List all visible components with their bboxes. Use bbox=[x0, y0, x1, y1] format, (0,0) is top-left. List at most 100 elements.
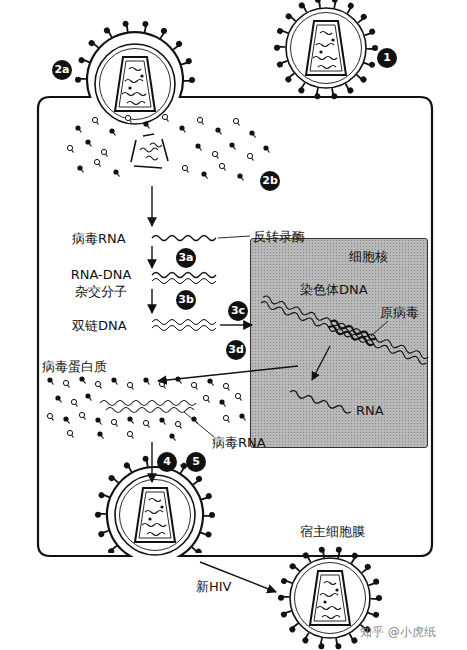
callout-number: 4 bbox=[157, 452, 177, 472]
protein bbox=[85, 139, 91, 146]
virion bbox=[115, 475, 195, 555]
protein bbox=[223, 383, 229, 390]
stage-label: 双链DNA bbox=[72, 317, 127, 334]
step-arrow bbox=[158, 366, 298, 381]
dna-strand bbox=[152, 279, 216, 284]
protein bbox=[212, 151, 218, 158]
callout-number: 3c bbox=[228, 301, 248, 321]
virion bbox=[286, 8, 366, 88]
protein bbox=[67, 145, 73, 152]
protein bbox=[239, 413, 245, 420]
protein bbox=[71, 399, 77, 406]
protein bbox=[109, 128, 115, 135]
step-arrow bbox=[151, 246, 152, 268]
protein bbox=[215, 127, 221, 134]
protein bbox=[101, 149, 107, 156]
callout-number: 2a bbox=[52, 60, 72, 80]
stage-label: RNA bbox=[356, 402, 384, 419]
protein bbox=[47, 413, 53, 420]
callout-number: 1 bbox=[377, 48, 397, 68]
nucleus-label: 细胞核 bbox=[349, 248, 388, 265]
stage-label: 新HIV bbox=[196, 578, 232, 595]
protein bbox=[223, 415, 229, 422]
provirus-segment bbox=[328, 319, 377, 346]
protein bbox=[235, 393, 241, 400]
protein bbox=[219, 163, 225, 170]
stage-label: 病毒蛋白质 bbox=[42, 358, 107, 375]
dna-strand bbox=[262, 295, 429, 360]
protein bbox=[75, 125, 81, 132]
protein bbox=[195, 143, 201, 150]
leader-line bbox=[371, 321, 388, 336]
protein bbox=[247, 153, 253, 160]
protein bbox=[79, 412, 85, 419]
transcription-arrow bbox=[312, 346, 330, 380]
protein bbox=[85, 393, 91, 400]
protein bbox=[237, 173, 243, 180]
step-arrow bbox=[220, 324, 252, 325]
membrane-label: 宿主细胞膜 bbox=[300, 523, 365, 540]
membrane-outline bbox=[38, 32, 432, 556]
protein bbox=[125, 115, 131, 122]
protein bbox=[233, 118, 239, 125]
protein bbox=[219, 399, 225, 406]
protein bbox=[169, 433, 175, 440]
leader-line bbox=[184, 412, 214, 437]
nucleus-box: 细胞核 bbox=[250, 238, 428, 448]
callout-number: 5 bbox=[186, 452, 206, 472]
protein bbox=[55, 395, 61, 402]
dna-strand bbox=[152, 320, 216, 325]
protein bbox=[127, 416, 133, 423]
protein bbox=[175, 376, 181, 383]
chromosome-dna bbox=[260, 295, 429, 366]
protein bbox=[92, 117, 98, 124]
stage-label: 病毒RNA bbox=[212, 434, 266, 451]
watermark: 知乎 @小虎纸 bbox=[360, 624, 436, 641]
rna-transcript bbox=[289, 390, 351, 415]
protein bbox=[111, 377, 117, 384]
protein bbox=[127, 382, 133, 389]
dna-strand bbox=[260, 300, 427, 365]
protein bbox=[162, 114, 168, 121]
step-arrow bbox=[151, 186, 152, 226]
capsid-fragments bbox=[131, 134, 168, 168]
virion-spikes bbox=[98, 458, 212, 553]
viral-proteins bbox=[47, 376, 257, 440]
protein bbox=[79, 376, 85, 383]
stage-label: 反转录酶 bbox=[253, 228, 305, 245]
rna-strand bbox=[152, 273, 216, 278]
protein bbox=[67, 430, 73, 437]
dna-strand bbox=[152, 326, 216, 331]
uncoated-proteins bbox=[67, 114, 269, 180]
bud-spikes bbox=[78, 23, 192, 95]
step-arrow bbox=[151, 442, 152, 482]
released-rna bbox=[140, 143, 162, 160]
protein bbox=[127, 431, 133, 438]
virion-spikes bbox=[277, 0, 375, 97]
protein bbox=[113, 169, 119, 176]
protein bbox=[229, 142, 235, 149]
protein bbox=[159, 417, 165, 424]
protein bbox=[179, 125, 185, 132]
callout-number: 3d bbox=[226, 340, 246, 360]
protein bbox=[95, 417, 101, 424]
protein bbox=[143, 121, 149, 128]
viral-rna-strand bbox=[106, 408, 194, 413]
bud-spikes bbox=[98, 458, 212, 553]
protein bbox=[207, 378, 213, 385]
callout-number: 3b bbox=[176, 290, 196, 310]
virion bbox=[95, 44, 175, 124]
protein bbox=[77, 165, 83, 172]
callout-number: 2b bbox=[260, 171, 280, 191]
stage-label: 病毒RNA bbox=[72, 230, 126, 247]
viral-rna-strand bbox=[100, 401, 196, 406]
stage-label: 染色体DNA bbox=[300, 281, 368, 298]
protein bbox=[94, 159, 100, 166]
protein bbox=[95, 381, 101, 388]
protein bbox=[159, 381, 165, 388]
protein bbox=[143, 377, 149, 384]
protein bbox=[203, 395, 209, 402]
